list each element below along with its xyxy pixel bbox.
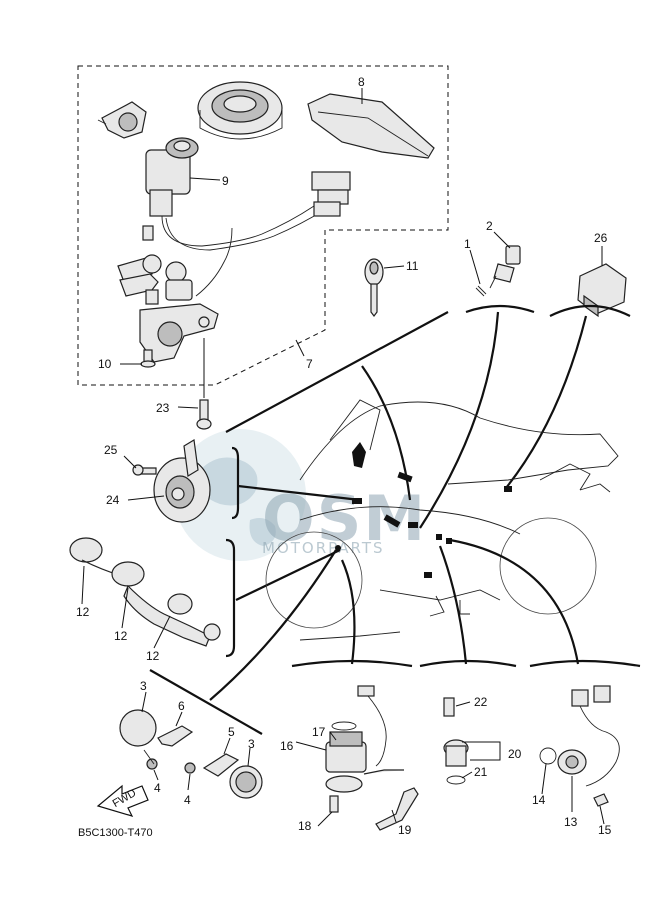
part-10-bolt <box>140 349 156 368</box>
callout-26: 26 <box>594 231 608 245</box>
bracket-26 <box>549 304 631 317</box>
leader-bottom-right <box>449 538 580 665</box>
part-2-sensor <box>489 245 521 289</box>
part-16-sensor-unit <box>325 685 404 813</box>
watermark: OSM MOTORPARTS <box>174 429 427 561</box>
callout-12-c: 12 <box>146 649 160 663</box>
callout-10: 10 <box>98 357 112 371</box>
callout-8: 8 <box>358 75 365 89</box>
lock-assembly-part <box>139 279 219 363</box>
callout-5: 5 <box>228 725 235 739</box>
callout-15: 15 <box>598 823 612 837</box>
part-12-harness <box>69 537 221 647</box>
bracket-16 <box>291 659 413 668</box>
leader-horn <box>237 484 361 502</box>
drawing-code: B5C1300-T470 <box>78 827 153 839</box>
part-20-switch <box>443 697 469 785</box>
callout-18: 18 <box>298 819 312 833</box>
part-24-horn <box>153 439 211 523</box>
callout-12-a: 12 <box>76 605 90 619</box>
callout-24: 24 <box>106 493 120 507</box>
callout-17: 17 <box>312 725 326 739</box>
bracket-horn <box>231 446 240 520</box>
callout-7: 7 <box>306 357 313 371</box>
part-19-bracket <box>375 787 419 831</box>
leader-bottom-mid <box>340 559 356 665</box>
callout-4-a: 4 <box>154 781 161 795</box>
leader-harness <box>235 549 341 601</box>
callout-22: 22 <box>474 695 488 709</box>
main-switch-set-box <box>77 65 449 386</box>
leader-main-switch <box>225 311 449 433</box>
nut-part <box>142 225 154 241</box>
fwd-arrow-icon: FWD <box>96 784 149 817</box>
leader-main-switch-2 <box>361 365 412 501</box>
bracket-1-2 <box>465 304 535 314</box>
sensor-part <box>97 101 147 139</box>
callout-13: 13 <box>564 815 578 829</box>
bracket-harness <box>225 538 236 658</box>
bracket-20 <box>419 659 517 668</box>
fuel-cap-part <box>197 81 283 140</box>
callout-16: 16 <box>280 739 294 753</box>
callout-1: 1 <box>464 237 471 251</box>
callout-11: 11 <box>406 259 419 273</box>
bracket-reflector <box>149 669 263 735</box>
callout-25: 25 <box>104 443 118 457</box>
part-1-clip <box>475 285 487 297</box>
callout-3-a: 3 <box>140 679 147 693</box>
callout-6: 6 <box>178 699 185 713</box>
bracket-13 <box>529 659 641 668</box>
callout-14: 14 <box>532 793 546 807</box>
callout-23: 23 <box>156 401 170 415</box>
callout-4-b: 4 <box>184 793 191 807</box>
leader-sensor <box>419 311 500 529</box>
callout-20: 20 <box>508 747 522 761</box>
callout-9: 9 <box>222 174 229 188</box>
part-9-ignition-switch <box>145 137 351 297</box>
part-11-key <box>364 258 384 317</box>
part-25-bolt <box>132 464 157 476</box>
leader-bottom-mid2 <box>438 545 468 665</box>
reflector-assembly <box>119 709 263 799</box>
leader-relay <box>505 315 588 489</box>
leader-bottom-left <box>209 549 337 701</box>
callout-19: 19 <box>398 823 412 837</box>
part-26-relay <box>577 263 627 318</box>
part-13-sensor <box>539 685 620 807</box>
part-23-bolt <box>196 399 212 430</box>
callout-21: 21 <box>474 765 488 779</box>
callout-12-b: 12 <box>114 629 128 643</box>
callout-2: 2 <box>486 219 493 233</box>
part-8-cover <box>307 93 435 159</box>
callout-3-b: 3 <box>248 737 255 751</box>
mount-marks <box>335 442 512 578</box>
watermark-brand: OSM <box>262 482 427 555</box>
watermark-subtitle: MOTORPARTS <box>262 539 385 557</box>
motorcycle-outline <box>265 399 619 641</box>
